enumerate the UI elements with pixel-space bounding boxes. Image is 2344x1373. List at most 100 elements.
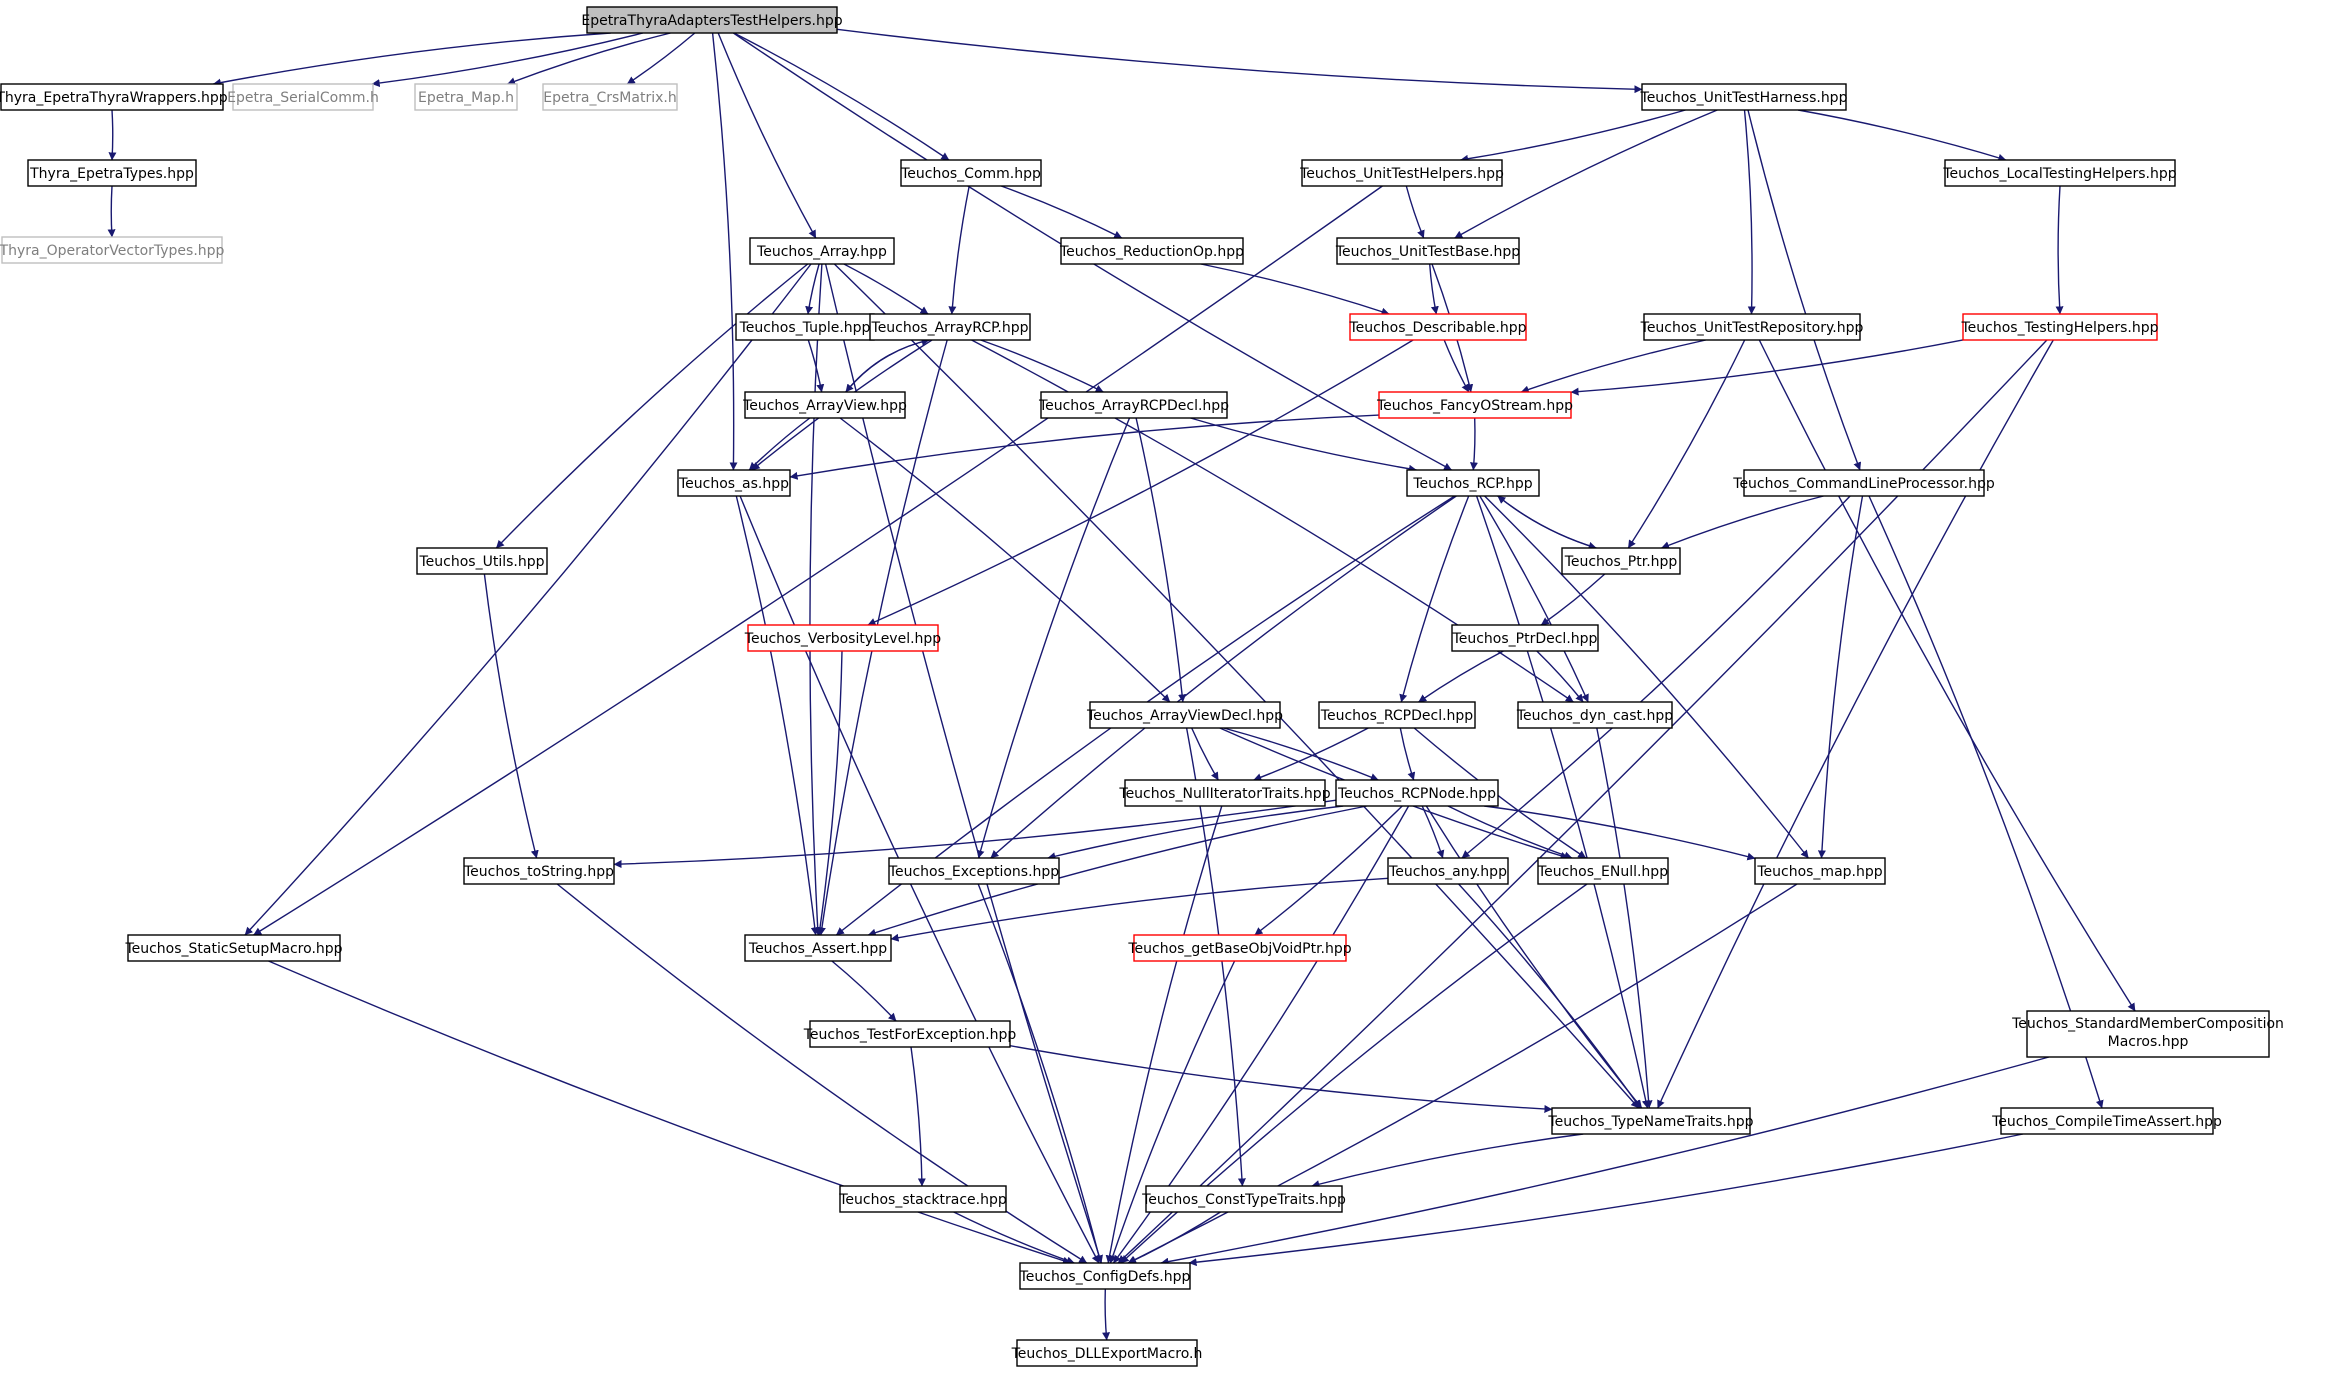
node-label: Teuchos_StaticSetupMacro.hpp (124, 941, 342, 957)
edge-teuchos-unittestbase-hpp-to-teuchos-describable-hpp (1429, 263, 1439, 315)
node-teuchos-rcpdecl-hpp[interactable]: Teuchos_RCPDecl.hpp (1318, 701, 1476, 729)
edge-teuchos-utils-hpp-to-teuchos-tostring-hpp (483, 573, 539, 859)
node-label: Epetra_Map.h (418, 90, 514, 106)
edge-teuchos-arrayview-hpp-to-teuchos-arrayviewdecl-hpp (839, 417, 1171, 703)
edge-teuchos-testforexception-hpp-to-teuchos-typenametraits-hpp (1009, 1045, 1553, 1113)
node-epetra-map-h[interactable]: Epetra_Map.h (414, 83, 518, 111)
nodes-layer: EpetraThyraAdaptersTestHelpers.hppThyra_… (0, 6, 2284, 1367)
edge-teuchos-stacktrace-hpp-to-teuchos-configdefs-hpp (953, 1211, 1075, 1265)
edge-teuchos-rcp-hpp-to-teuchos-rcpdecl-hpp (1399, 495, 1470, 703)
node-label: Teuchos_LocalTestingHelpers.hpp (1942, 166, 2176, 182)
node-teuchos-array-hpp[interactable]: Teuchos_Array.hpp (749, 237, 895, 265)
node-teuchos-arrayrcpdecl-hpp[interactable]: Teuchos_ArrayRCPDecl.hpp (1038, 391, 1229, 419)
node-teuchos-testforexception-hpp[interactable]: Teuchos_TestForException.hpp (803, 1020, 1017, 1048)
node-teuchos-assert-hpp[interactable]: Teuchos_Assert.hpp (744, 934, 892, 962)
node-teuchos-map-hpp[interactable]: Teuchos_map.hpp (1754, 857, 1886, 885)
edge-teuchos-rcpnode-hpp-to-teuchos-assert-hpp (867, 805, 1367, 937)
edge-teuchos-array-hpp-to-teuchos-tuple-hpp (805, 263, 820, 315)
node-teuchos-commandlineprocessor-hpp[interactable]: Teuchos_CommandLineProcessor.hpp (1732, 469, 1995, 497)
node-teuchos-compiletimeassert-hpp[interactable]: Teuchos_CompileTimeAssert.hpp (1991, 1107, 2222, 1135)
node-teuchos-localtestinghelpers-hpp[interactable]: Teuchos_LocalTestingHelpers.hpp (1942, 159, 2177, 187)
node-teuchos-unittestbase-hpp[interactable]: Teuchos_UnitTestBase.hpp (1335, 237, 1520, 265)
edge-teuchos-arrayrcp-hpp-to-teuchos-arrayrcpdecl-hpp (980, 339, 1104, 393)
node-teuchos-consttypetraits-hpp[interactable]: Teuchos_ConstTypeTraits.hpp (1141, 1185, 1346, 1213)
node-teuchos-arrayrcp-hpp[interactable]: Teuchos_ArrayRCP.hpp (869, 313, 1031, 341)
node-teuchos-rcpnode-hpp[interactable]: Teuchos_RCPNode.hpp (1335, 779, 1499, 807)
node-box (1336, 237, 1520, 265)
node-teuchos-unittestharness-hpp[interactable]: Teuchos_UnitTestHarness.hpp (1640, 83, 1848, 111)
edge-teuchos-arrayviewdecl-hpp-to-teuchos-nulliteratortraits-hpp (1191, 727, 1219, 781)
edge-teuchos-rcpnode-hpp-to-teuchos-map-hpp (1484, 805, 1756, 861)
node-label: Teuchos_dyn_cast.hpp (1516, 708, 1673, 724)
node-label: Teuchos_DLLExportMacro.h (1011, 1346, 1203, 1362)
node-label: Teuchos_CommandLineProcessor.hpp (1732, 476, 1995, 492)
node-teuchos-any-hpp[interactable]: Teuchos_any.hpp (1387, 857, 1509, 885)
node-teuchos-arrayviewdecl-hpp[interactable]: Teuchos_ArrayViewDecl.hpp (1086, 701, 1283, 729)
edge-teuchos-any-hpp-to-teuchos-assert-hpp (890, 877, 1389, 942)
node-teuchos-describable-hpp[interactable]: Teuchos_Describable.hpp (1348, 313, 1527, 341)
edge-teuchos-assert-hpp-to-teuchos-testforexception-hpp (831, 960, 897, 1022)
node-teuchos-utils-hpp[interactable]: Teuchos_Utils.hpp (416, 547, 548, 575)
edge-teuchos-exceptions-hpp-to-teuchos-configdefs-hpp (977, 883, 1103, 1264)
edge-teuchos-commandlineprocessor-hpp-to-teuchos-ptr-hpp (1661, 495, 1824, 549)
node-teuchos-unittesthelpers-hpp[interactable]: Teuchos_UnitTestHelpers.hpp (1299, 159, 1504, 187)
node-box (809, 1020, 1011, 1048)
node-teuchos-ptr-hpp[interactable]: Teuchos_Ptr.hpp (1561, 547, 1681, 575)
node-teuchos-ptrdecl-hpp[interactable]: Teuchos_PtrDecl.hpp (1451, 624, 1599, 652)
node-teuchos-stacktrace-hpp[interactable]: Teuchos_stacktrace.hpp (838, 1185, 1007, 1213)
edge-teuchos-staticsetupmacro-hpp-to-teuchos-configdefs-hpp (268, 960, 1071, 1265)
edge-teuchos-rcpdecl-hpp-to-teuchos-nulliteratortraits-hpp (1253, 727, 1369, 782)
edge-teuchos-unittestharness-hpp-to-teuchos-unittestbase-hpp (1454, 109, 1718, 239)
node-teuchos-tostring-hpp[interactable]: Teuchos_toString.hpp (463, 857, 615, 885)
node-thyra-epetrathyrawrappers-hpp[interactable]: Thyra_EpetraThyraWrappers.hpp (0, 83, 228, 111)
node-teuchos-fancyostream-hpp[interactable]: Teuchos_FancyOStream.hpp (1376, 391, 1573, 419)
edge-teuchos-ptrdecl-hpp-to-teuchos-dyn-cast-hpp (1536, 650, 1584, 703)
node-label: Teuchos_toString.hpp (463, 864, 614, 880)
node-box (232, 83, 374, 111)
node-box (1133, 934, 1347, 962)
node-teuchos-as-hpp[interactable]: Teuchos_as.hpp (677, 469, 791, 497)
node-teuchos-testinghelpers-hpp[interactable]: Teuchos_TestingHelpers.hpp (1961, 313, 2159, 341)
node-teuchos-typenametraits-hpp[interactable]: Teuchos_TypeNameTraits.hpp (1547, 1107, 1754, 1135)
node-epetra-serialcomm-h[interactable]: Epetra_SerialComm.h (227, 83, 379, 111)
edge-teuchos-fancyostream-hpp-to-teuchos-rcp-hpp (1469, 417, 1478, 471)
edge-teuchos-rcp-hpp-to-teuchos-typenametraits-hpp (1475, 495, 1650, 1109)
node-label: Teuchos_TestingHelpers.hpp (1961, 320, 2159, 336)
node-teuchos-standardmembercompositionmacros-hpp[interactable]: Teuchos_StandardMemberCompositionMacros.… (2011, 1010, 2284, 1058)
edge-teuchos-rcpnode-hpp-to-teuchos-any-hpp (1421, 805, 1445, 859)
node-label: Teuchos_CompileTimeAssert.hpp (1991, 1114, 2222, 1130)
node-epetrathyraadapterstesthelpers-hpp[interactable]: EpetraThyraAdaptersTestHelpers.hpp (581, 6, 843, 34)
node-teuchos-dllexportmacro-h[interactable]: Teuchos_DLLExportMacro.h (1011, 1339, 1203, 1367)
edge-teuchos-rcpnode-hpp-to-teuchos-getbaseobjvoidptr-hpp (1254, 805, 1403, 936)
node-teuchos-nulliteratortraits-hpp[interactable]: Teuchos_NullIteratorTraits.hpp (1118, 779, 1331, 807)
node-teuchos-rcp-hpp[interactable]: Teuchos_RCP.hpp (1406, 469, 1540, 497)
node-label: Teuchos_TypeNameTraits.hpp (1547, 1114, 1753, 1130)
node-label: Teuchos_UnitTestHelpers.hpp (1299, 166, 1504, 182)
edge-teuchos-map-hpp-to-teuchos-configdefs-hpp (1127, 883, 1798, 1264)
node-teuchos-enull-hpp[interactable]: Teuchos_ENull.hpp (1537, 857, 1669, 885)
node-teuchos-arrayview-hpp[interactable]: Teuchos_ArrayView.hpp (742, 391, 907, 419)
node-thyra-operatorvectortypes-hpp[interactable]: Thyra_OperatorVectorTypes.hpp (0, 236, 225, 264)
node-box (1, 236, 223, 264)
node-label: Teuchos_ENull.hpp (1537, 864, 1668, 880)
node-teuchos-getbaseobjvoidptr-hpp[interactable]: Teuchos_getBaseObjVoidPtr.hpp (1127, 934, 1352, 962)
node-teuchos-verbositylevel-hpp[interactable]: Teuchos_VerbosityLevel.hpp (744, 624, 942, 652)
node-label: Teuchos_Describable.hpp (1348, 320, 1526, 336)
node-epetra-crsmatrix-h[interactable]: Epetra_CrsMatrix.h (542, 83, 678, 111)
node-teuchos-comm-hpp[interactable]: Teuchos_Comm.hpp (900, 159, 1042, 187)
node-teuchos-staticsetupmacro-hpp[interactable]: Teuchos_StaticSetupMacro.hpp (124, 934, 343, 962)
node-teuchos-unittestrepository-hpp[interactable]: Teuchos_UnitTestRepository.hpp (1640, 313, 1864, 341)
node-label: Thyra_OperatorVectorTypes.hpp (0, 243, 225, 259)
node-teuchos-configdefs-hpp[interactable]: Teuchos_ConfigDefs.hpp (1019, 1262, 1191, 1290)
node-label: Teuchos_Exceptions.hpp (888, 864, 1059, 880)
node-teuchos-reductionop-hpp[interactable]: Teuchos_ReductionOp.hpp (1059, 237, 1244, 265)
node-label: Teuchos_Assert.hpp (748, 941, 887, 957)
node-teuchos-dyn-cast-hpp[interactable]: Teuchos_dyn_cast.hpp (1516, 701, 1673, 729)
edge-teuchos-arrayview-hpp-to-teuchos-arrayrcp-hpp (845, 337, 930, 393)
node-box (1335, 779, 1499, 807)
node-box (1301, 159, 1503, 187)
node-teuchos-exceptions-hpp[interactable]: Teuchos_Exceptions.hpp (888, 857, 1060, 885)
node-box (2026, 1010, 2270, 1058)
node-thyra-epetratypes-hpp[interactable]: Thyra_EpetraTypes.hpp (27, 159, 197, 187)
node-teuchos-tuple-hpp[interactable]: Teuchos_Tuple.hpp (735, 313, 875, 341)
